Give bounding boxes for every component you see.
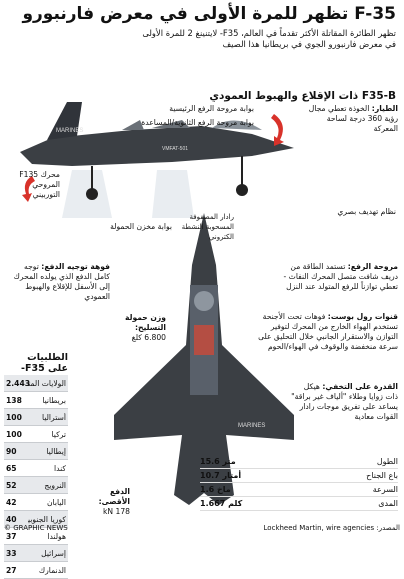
orders-country: كوريا الجنوبية [28,514,66,524]
orders-country: تركيا [51,429,66,439]
orders-row: 27 الدنمارك [4,562,68,579]
orders-country: الولايات المتحدة [28,378,66,388]
orders-count: 65 [6,463,17,473]
orders-country: اليابان [46,497,66,507]
orders-row: 100 أستراليا [4,409,68,426]
tail-fin [47,102,82,140]
spec-value: 10.7 أمتار [200,471,242,480]
lift-fan [194,291,214,311]
orders-row: 90 إيطاليا [4,443,68,460]
callout-lift-fan: مروحة الرفع: تستمد الطاقة من دريف شافت م… [283,262,398,291]
orders-country: أستراليا [42,412,66,422]
orders-count: 42 [6,497,17,507]
spec-label: الطول [376,457,398,466]
orders-country: إسرائيل [41,548,66,558]
engine-cutaway [194,325,214,355]
callout-max-thrust: الدفع الأقصى:178 kN [98,487,130,516]
orders-country: كندا [53,463,66,473]
top-view-illustration: MARINES [114,213,294,505]
spec-label: المدى [378,499,398,508]
orders-title: الطلبيات على F35- [21,352,68,374]
callout-pilot: الطيار: الخوذة تعطي مجال رؤية 360 درجة ل… [308,104,398,133]
callout-engine: محرك F135 المروحي التوربيني [19,170,60,199]
callout-main-lift-door: بوابة مروحة الرفع الرئيسية [169,104,254,113]
nozzle-arrow-icon [22,176,35,202]
aux-inlet-door [122,120,144,130]
callout-weapons-weight: وزن حمولة التسليح:6.800 كلغ [125,313,166,342]
specs-table: 15.6 متر الطول 10.7 أمتار باع الجناح 1.6 ماخ… [200,455,398,511]
nose-gear [236,184,248,196]
page-title: F-35 تظهر للمرة الأولى في معرض فارنبورو [22,4,396,24]
orders-row: 65 كندا [4,460,68,477]
spec-row: 1.667 كلم المدى [200,497,398,511]
orders-country: النرويج [44,480,66,490]
callout-roll-posts: قنوات رول بوست: فوهات تحت الأجنحة تستخدم… [258,312,398,351]
canopy [212,120,262,130]
spec-value: 1.6 ماخ [200,485,231,494]
spec-row: 10.7 أمتار باع الجناح [200,469,398,483]
fuselage-marking: VMFAT-501 [162,146,188,152]
pilot-arrow-icon [271,114,284,146]
orders-row: 33 إسرائيل [4,545,68,562]
orders-row: 42 اليابان [4,494,68,511]
orders-count: 27 [6,565,17,575]
orders-row: 138 بريطانيا [4,392,68,409]
side-view-illustration: MARINES VMFAT-501 [20,102,294,218]
orders-count: 2.443 [6,378,31,388]
fuselage [20,126,294,166]
section-title: F35-B ذات الإقلاع والهبوط العمودي [209,90,396,102]
spec-value: 15.6 متر [200,457,236,466]
spec-value: 1.667 كلم [200,499,243,508]
orders-row: 100 تركيا [4,426,68,443]
callout-stealth: القدرة على التخفي: هيكل ذات زوايا وطلاء … [291,382,398,421]
callout-radar: رادار المصفوفة المسحوبة النشطة الكتروني [181,213,234,241]
page-subtitle: تظهر الطائرة المقاتلة الأكثر تقدماً في ا… [142,28,396,49]
orders-count: 138 [6,395,22,405]
orders-country: إيطاليا [46,446,66,456]
wing-marking: MARINES [238,423,265,429]
orders-count: 100 [6,412,22,422]
main-gear [86,188,98,200]
callout-aux-door: بوابة مروحة الرفع الثانوية/المساعدة [141,118,254,127]
orders-count: 37 [6,531,17,541]
orders-country: هولندا [47,531,66,541]
orders-count: 52 [6,480,17,490]
orders-count: 33 [6,548,17,558]
lift-fan-plume [152,170,194,218]
spec-label: السرعة [372,485,398,494]
orders-count: 40 [6,514,17,524]
orders-country: الدنمارك [38,565,66,575]
lift-fan-door [152,120,190,128]
orders-count: 100 [6,429,22,439]
callout-nozzle: فوهة توجيه الدفع: توجه كامل الدفع الذي ي… [13,262,110,301]
orders-row: 52 النرويج [4,477,68,494]
orders-row: 40 كوريا الجنوبية [4,511,68,528]
callout-threat-system: نظام تهديف بصري [337,207,396,216]
source-credit: المصدر: Lockheed Martin, wire agencies [263,524,400,532]
spec-row: 1.6 ماخ السرعة [200,483,398,497]
orders-country: بريطانيا [42,395,66,405]
spec-row: 15.6 متر الطول [200,455,398,469]
orders-count: 90 [6,446,17,456]
tail-marking: MARINES [56,128,83,134]
copyright: © GRAPHIC NEWS [4,524,68,532]
callout-weapons-bay: بوابة مخزن الحمولة [110,222,172,231]
spec-label: باع الجناح [366,471,398,480]
